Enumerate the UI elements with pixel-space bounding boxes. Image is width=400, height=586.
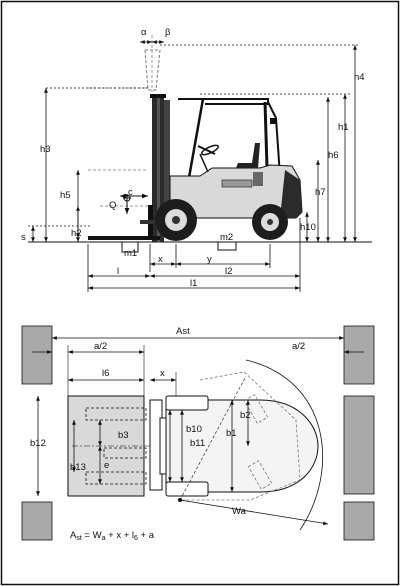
rear-wheel: [252, 204, 288, 240]
label-h2: h2: [71, 228, 82, 239]
label-h6: h6: [328, 150, 339, 161]
label-alpha: α: [141, 27, 147, 38]
label-h10: h10: [300, 222, 316, 233]
label-b1: b1: [226, 428, 237, 439]
label-h7: h7: [315, 187, 326, 198]
label-y: y: [207, 254, 212, 265]
label-b3: b3: [118, 430, 129, 441]
label-x: x: [158, 254, 163, 265]
label-l2: l2: [225, 266, 232, 277]
label-l: l: [117, 266, 119, 277]
aisle-width-formula: Ast = Wa + x + l6 + a: [70, 530, 155, 542]
label-Wa: Wa: [232, 506, 247, 517]
bottom-dimension-lines: [87, 218, 301, 292]
label-e: e: [104, 460, 109, 471]
width-dimension-lines: [36, 396, 250, 496]
mast: [150, 94, 170, 242]
label-a2-right: a/2: [292, 341, 305, 352]
label-h3: h3: [40, 144, 51, 155]
label-a2-left: a/2: [94, 341, 107, 352]
label-beta: β: [165, 27, 171, 38]
fork-outlines: [85, 407, 147, 485]
mast-tilt-ghost: [144, 35, 161, 92]
label-m2: m2: [220, 232, 233, 243]
label-l6: l6: [102, 368, 109, 379]
label-Q: Q: [109, 200, 116, 211]
label-c: c: [128, 187, 133, 198]
light: [270, 118, 276, 124]
label-b2: b2: [240, 410, 251, 421]
label-m1: m1: [124, 248, 137, 259]
label-h1: h1: [338, 122, 349, 133]
aisle-walls: [21, 325, 375, 541]
label-Ast: Ast: [176, 326, 190, 337]
label-x-top: x: [160, 368, 165, 379]
front-wheel: [155, 199, 197, 241]
side-view: α β h4 h1 h6 h7 h10 h3 h5 h2 s Q c m1 m2…: [21, 27, 372, 292]
label-b10: b10: [186, 424, 202, 435]
right-dimension-lines: [160, 44, 358, 242]
label-b13: b13: [70, 462, 86, 473]
raised-forks-ghost: [88, 87, 148, 207]
label-b12: b12: [30, 438, 46, 449]
turning-radius-arc: [245, 359, 324, 531]
truck-body-top: [165, 399, 319, 493]
label-s: s: [21, 232, 26, 243]
label-l1: l1: [190, 278, 197, 289]
label-h5: h5: [60, 190, 71, 201]
turning-ghost: [180, 371, 301, 501]
top-view: Ast a/2 a/2 l6 x b12 b13 b3 e b10 b11 b1…: [21, 325, 375, 542]
label-b11: b11: [190, 438, 205, 449]
label-h4: h4: [354, 72, 365, 83]
left-dimension-lines: [28, 87, 150, 242]
forks: [88, 205, 160, 240]
